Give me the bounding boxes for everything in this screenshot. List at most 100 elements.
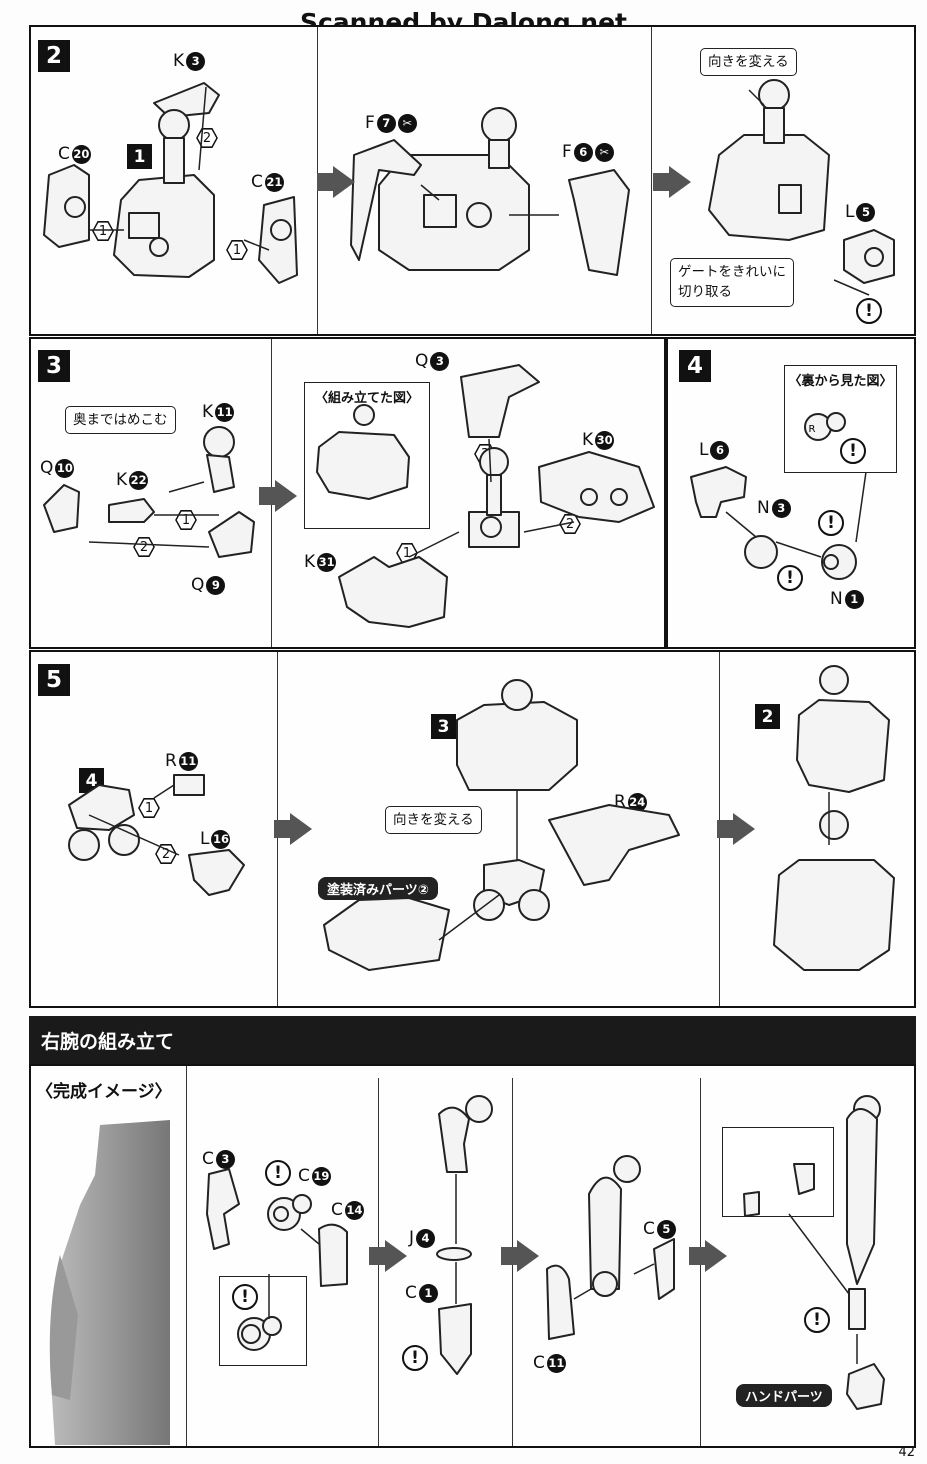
part-c14: [318, 1223, 348, 1287]
step-arrow: [259, 480, 297, 512]
step-number: 4: [679, 350, 711, 382]
order-marker: 1: [226, 240, 248, 260]
warning-icon: !: [856, 298, 882, 324]
part-n4: [793, 1163, 815, 1195]
complete-image-photo: [49, 1120, 170, 1445]
cut-icon: ✂: [397, 114, 417, 133]
part-l6: [690, 466, 747, 518]
flap-f6: [568, 169, 630, 276]
collar-part-k3: [153, 82, 220, 118]
part-c11: [546, 1264, 575, 1340]
step-arrow: [653, 166, 691, 198]
sub-assembly-4: [68, 784, 135, 831]
warning-icon: !: [818, 510, 844, 536]
note-clean-gate: ゲートをきれいに 切り取る: [670, 258, 794, 307]
step-arrow: [689, 1240, 727, 1272]
step-3-illustration: [43, 364, 655, 628]
upper-arm-segment: [438, 1106, 470, 1173]
order-marker: 2: [559, 514, 581, 534]
elbow-part-c1: [438, 1303, 472, 1375]
part-q9: [208, 511, 255, 558]
step-number: 3: [38, 350, 70, 382]
order-marker: 1: [396, 543, 418, 563]
arm-with-hand: [846, 1108, 878, 1285]
order-marker: 2: [155, 844, 177, 864]
flap-f7: [350, 139, 422, 261]
sub-step-number: 2: [755, 704, 780, 729]
warning-icon: !: [232, 1284, 258, 1310]
warning-icon: !: [840, 438, 866, 464]
step-arrow: [369, 1240, 407, 1272]
painted-part-2: [323, 897, 450, 971]
note-change-direction: 向きを変える: [385, 806, 482, 835]
warning-icon: !: [777, 565, 803, 591]
part-q3: [460, 364, 540, 438]
torso-core: [113, 174, 215, 278]
sub-assembly-2: [796, 699, 890, 793]
torso-rotated: [708, 134, 830, 241]
sub-assembly-3: [456, 701, 578, 791]
note-change-direction: 向きを変える: [700, 48, 797, 77]
right-arm-illustration: [206, 1095, 885, 1410]
order-marker: 2: [133, 537, 155, 557]
step-5-illustration: [68, 665, 895, 971]
assembled-torso-mini: [316, 431, 410, 500]
part-k11: [206, 454, 235, 493]
cut-icon: ✂: [594, 143, 614, 162]
page-number: 42: [898, 1445, 915, 1460]
step-number: 2: [38, 40, 70, 72]
part-l16: [188, 849, 245, 896]
part-k22: [108, 498, 155, 523]
hand-part: [846, 1363, 885, 1410]
step-number: 5: [38, 664, 70, 696]
sub-step-number: 3: [431, 714, 456, 739]
sub-step-number: 1: [127, 144, 152, 169]
panel-divider: [651, 27, 652, 334]
panel-divider: [186, 1066, 187, 1446]
part-q10: [43, 484, 80, 533]
arm-assembled: [588, 1176, 622, 1290]
note-push-in-fully: 奥まではめこむ: [65, 406, 176, 435]
step-arrow: [317, 166, 355, 198]
step-arrow: [717, 813, 755, 845]
part-c3: [206, 1168, 240, 1250]
part-k30: [538, 451, 655, 523]
order-marker: 1: [92, 221, 114, 241]
hand-parts-label: ハンドパーツ: [736, 1384, 832, 1407]
step-4-illustration: R: [690, 412, 867, 580]
step-arrow: [274, 813, 312, 845]
step-arrow: [501, 1240, 539, 1272]
order-marker: 1: [138, 798, 160, 818]
section-title-right-arm: 右腕の組み立て: [29, 1016, 916, 1064]
part-r24: [548, 804, 680, 886]
r-mark: R: [809, 424, 816, 435]
part-k31: [338, 556, 448, 628]
warning-icon: !: [804, 1307, 830, 1333]
warning-icon: !: [402, 1345, 428, 1371]
hip-assembly: [773, 859, 895, 971]
painted-parts-label: 塗装済みパーツ②: [318, 877, 438, 900]
warning-icon: !: [265, 1160, 291, 1186]
